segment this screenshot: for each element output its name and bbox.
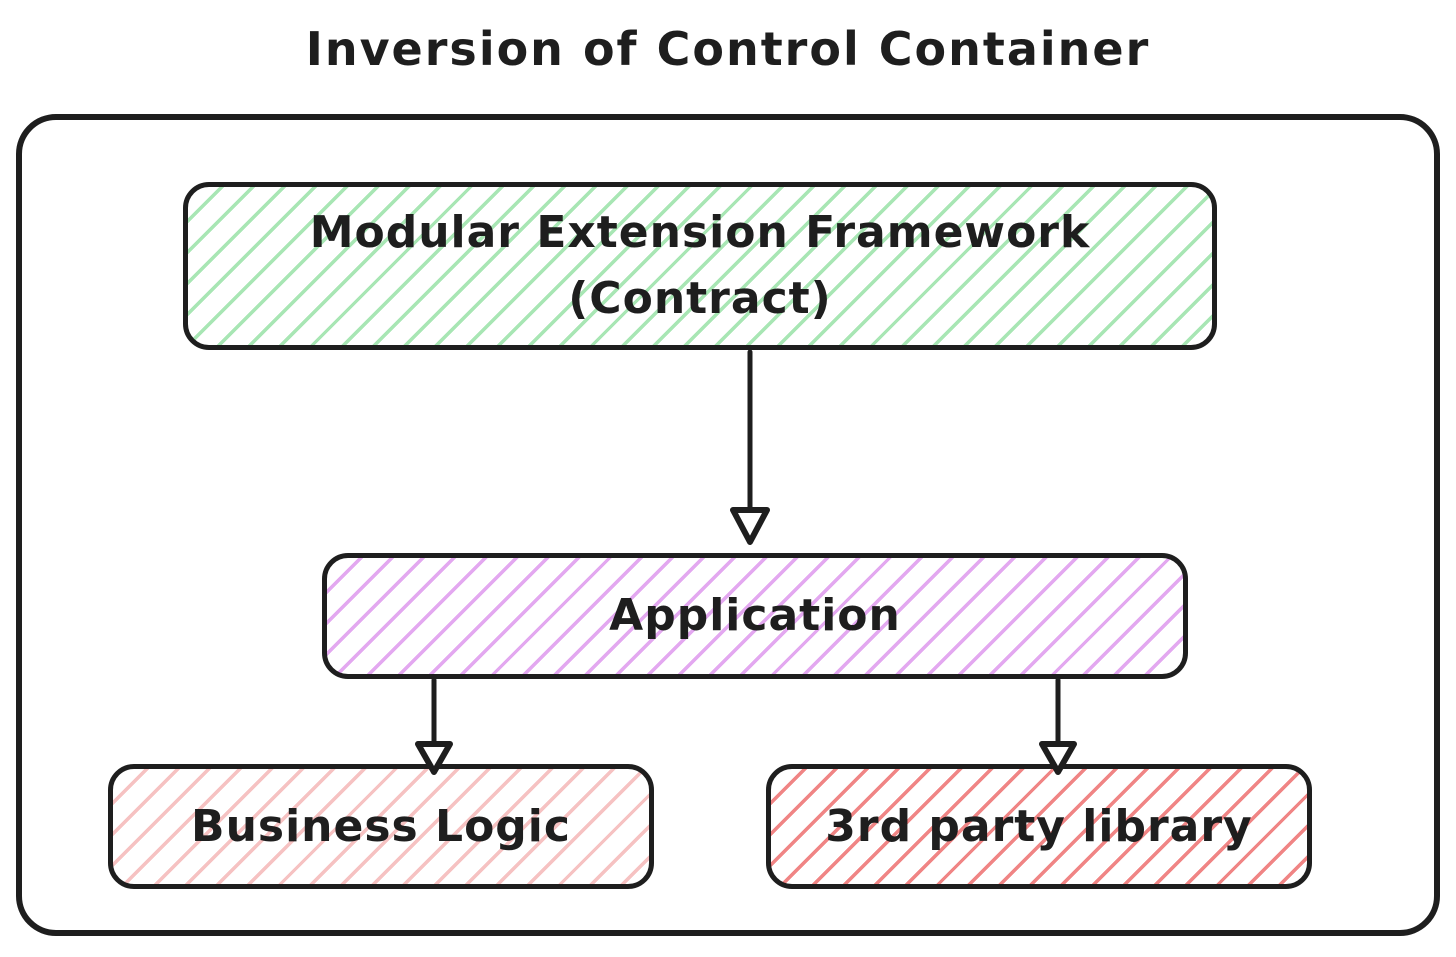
arrow-application-to-library	[1039, 677, 1077, 775]
arrow-head-icon	[730, 507, 770, 545]
diagram-title: Inversion of Control Container	[305, 22, 1151, 76]
node-application-label: Application	[609, 590, 901, 641]
node-modular-extension-framework: Modular Extension Framework (Contract)	[183, 182, 1217, 350]
node-business-label: Business Logic	[191, 800, 571, 852]
arrow-head-icon	[415, 741, 453, 775]
arrow-framework-to-application	[730, 349, 770, 545]
node-application: Application	[322, 553, 1188, 679]
arrow-application-to-business	[415, 677, 453, 775]
node-framework-label-line2: (Contract)	[568, 273, 832, 324]
node-framework-label-line1: Modular Extension Framework	[309, 207, 1091, 258]
node-library-label: 3rd party library	[825, 800, 1253, 852]
node-3rd-party-library: 3rd party library	[766, 764, 1312, 889]
node-business-logic: Business Logic	[108, 764, 654, 889]
arrow-head-icon	[1039, 741, 1077, 775]
